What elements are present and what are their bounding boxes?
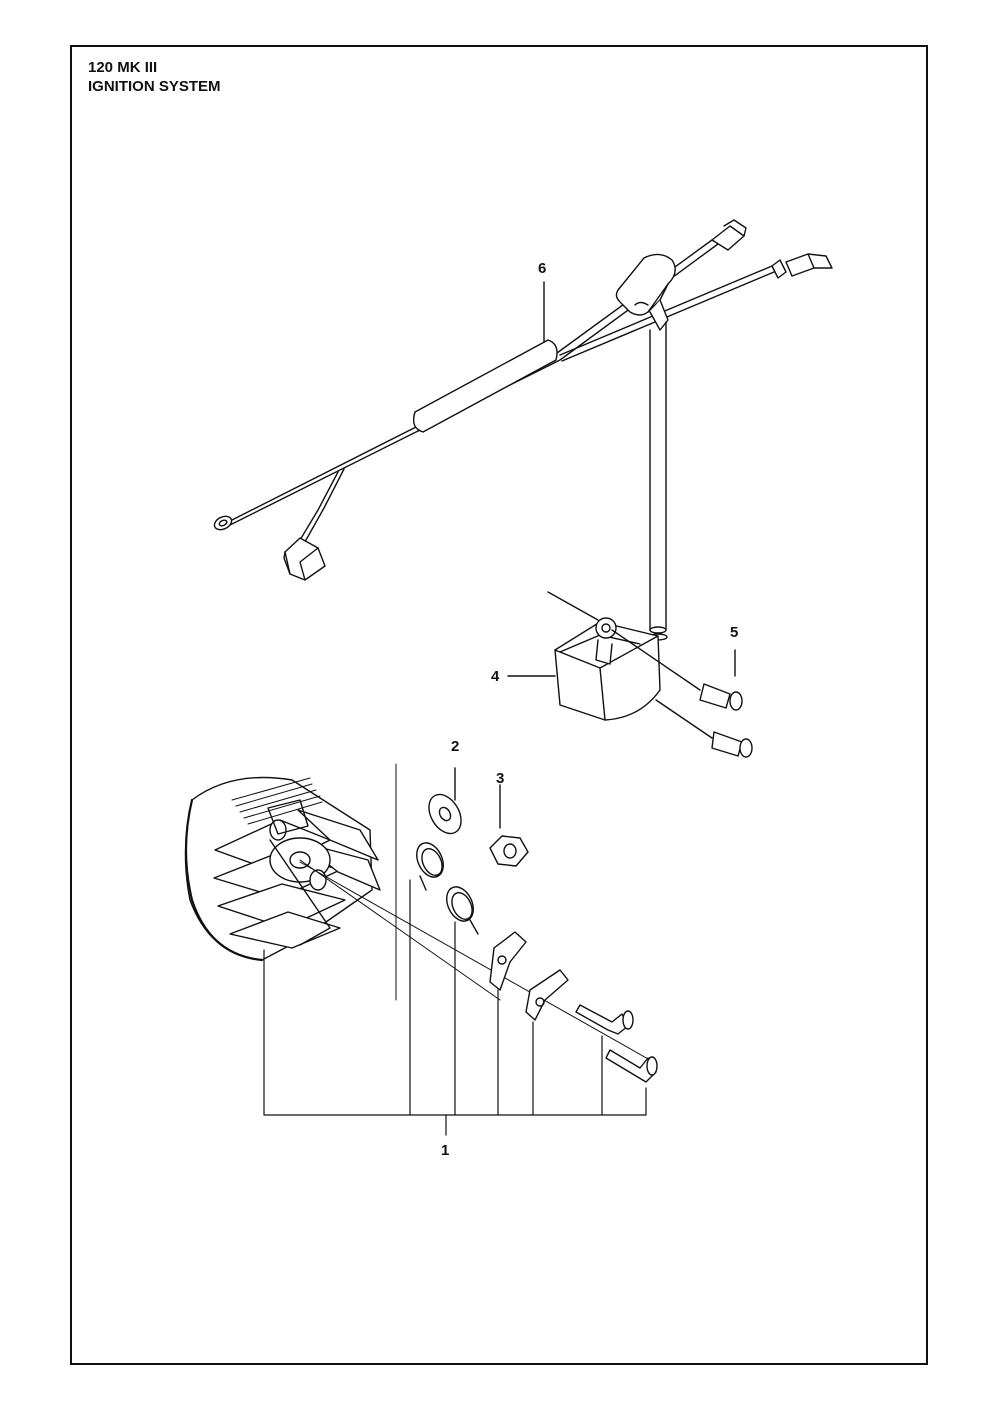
model-name: 120 MK III [88,59,158,76]
screw-parts [611,629,753,758]
nut-part [489,784,529,867]
page-frame [70,45,928,1365]
callout-6: 6 [538,260,547,277]
callout-4: 4 [491,668,500,685]
diagram-title: 120 MK III IGNITION SYSTEM [88,58,221,96]
callout-1-bracket [263,879,647,1136]
spring-and-pawl-parts [416,842,658,1083]
callout-5: 5 [730,624,739,641]
washer-part [395,763,462,1001]
callout-3: 3 [496,770,505,787]
wiring-harness-part [213,219,833,581]
callout-1: 1 [441,1142,450,1159]
flywheel-part [184,776,651,1061]
callout-2: 2 [451,738,460,755]
section-name: IGNITION SYSTEM [88,78,221,95]
ignition-module-part [507,253,676,721]
